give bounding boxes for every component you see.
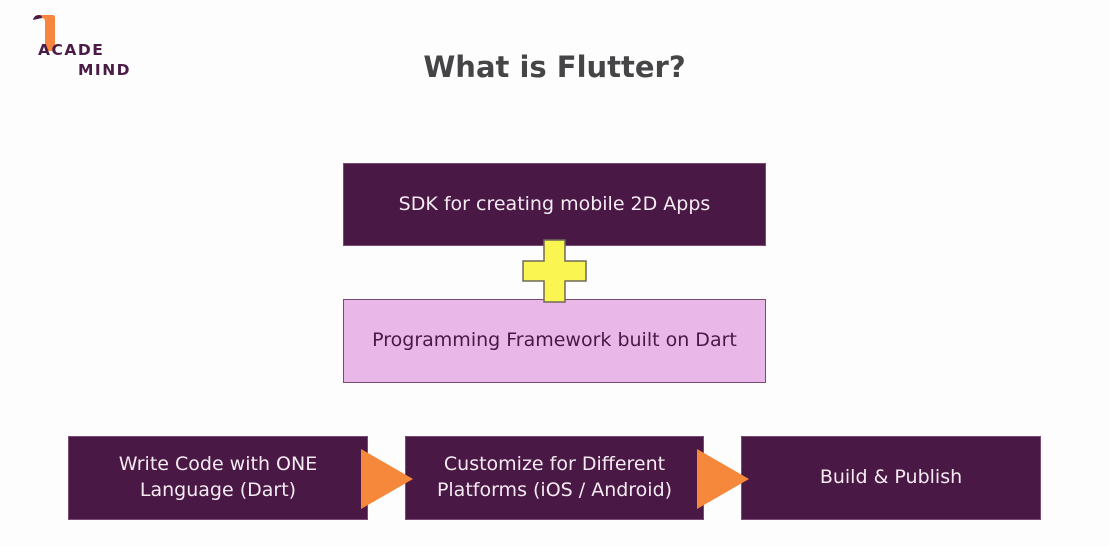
framework-box-label: Programming Framework built on Dart [372, 329, 737, 352]
step-2-line1: Customize for Different [443, 453, 666, 476]
flag-icon [33, 15, 55, 51]
sdk-box: SDK for creating mobile 2D Apps [343, 163, 766, 246]
step-box-customize: Customize for Different Platforms (iOS /… [405, 436, 704, 520]
logo-text-line2: MIND [78, 61, 132, 79]
logo-text-line1: ACADE [38, 41, 105, 59]
step-1-line1: Write Code with ONE [118, 453, 318, 476]
step-box-build-publish: Build & Publish [741, 436, 1041, 520]
framework-box: Programming Framework built on Dart [343, 299, 766, 383]
academind-logo: ACADE MIND [24, 14, 144, 84]
plus-icon [522, 239, 587, 303]
arrow-right-icon [697, 449, 749, 509]
slide-title: What is Flutter? [423, 50, 686, 84]
step-2-line2: Platforms (iOS / Android) [436, 479, 673, 501]
step-1-line2: Language (Dart) [139, 479, 297, 501]
arrow-right-icon [361, 449, 413, 509]
step-box-write-code: Write Code with ONE Language (Dart) [68, 436, 368, 520]
sdk-box-label: SDK for creating mobile 2D Apps [398, 192, 711, 215]
step-3-line1: Build & Publish [819, 466, 963, 489]
